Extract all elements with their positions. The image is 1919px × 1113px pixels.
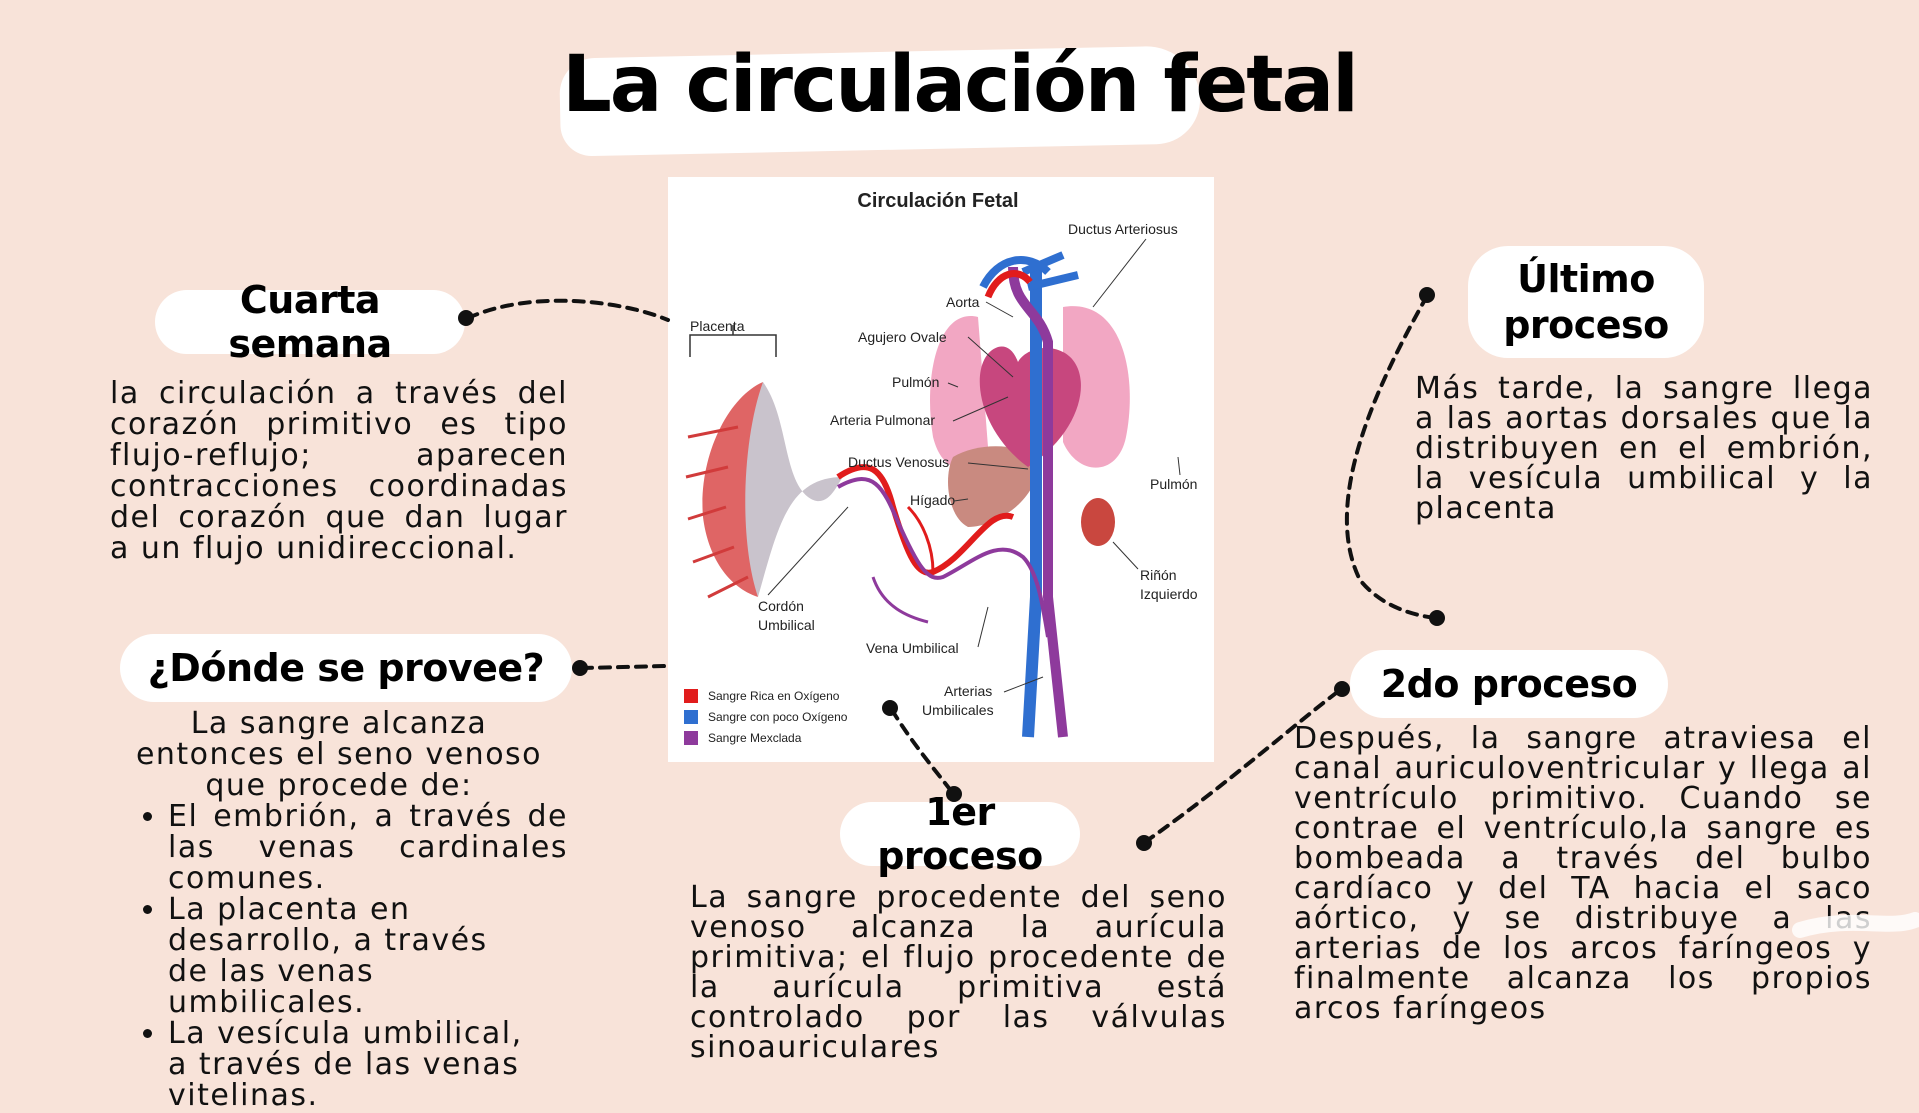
- connector-dot: [1429, 610, 1445, 626]
- connector-dot: [1136, 835, 1152, 851]
- page-title: La circulación fetal: [562, 40, 1359, 130]
- placenta-illustration: [685, 382, 843, 599]
- heading-cuarta-semana-label: Cuarta semana: [228, 278, 392, 366]
- label-higado: Hígado: [910, 492, 955, 508]
- text-primer-proceso: La sangre procedente del seno venoso alc…: [690, 880, 1227, 1065]
- legend-swatch-low-oxygen: [684, 710, 698, 724]
- connector-dot: [1334, 681, 1350, 697]
- diagram-legend: Sangre Rica en Oxígeno Sangre con poco O…: [684, 689, 848, 745]
- label-arterias-line1: Arterias: [944, 683, 992, 699]
- list-item: La vesícula umbilical, a través de las v…: [168, 1018, 548, 1111]
- heading-ultimo-proceso-line1: Último: [1517, 257, 1655, 301]
- right-lung: [1063, 306, 1130, 468]
- aorta-vessel: [1008, 266, 1068, 738]
- label-ductus-arteriosus: Ductus Arteriosus: [1068, 221, 1178, 237]
- text-ultimo-proceso: Más tarde, la sangre llega a las aortas …: [1415, 371, 1873, 526]
- label-pulmon-left: Pulmón: [892, 374, 939, 390]
- label-placenta: Placenta: [690, 318, 745, 334]
- placenta-bracket: [689, 325, 777, 357]
- text-donde-se-provee: La sangre alcanza entonces el seno venos…: [110, 708, 568, 1111]
- label-arterias-line2: Umbilicales: [922, 702, 994, 718]
- fetal-circulation-illustration: Circulación Fetal Placenta Du: [684, 190, 1198, 745]
- heading-primer-proceso: 1er proceso: [840, 790, 1080, 878]
- heading-donde-se-provee-label: ¿Dónde se provee?: [147, 646, 545, 690]
- vena-cava: [1022, 267, 1042, 738]
- heading-cuarta-semana: Cuarta semana: [155, 278, 465, 366]
- donde-list: El embrión, a través de las venas cardin…: [110, 801, 568, 1111]
- label-arteria-pulmonar: Arteria Pulmonar: [830, 412, 935, 428]
- heading-segundo-proceso: 2do proceso: [1350, 650, 1668, 718]
- connector-dot: [572, 660, 588, 676]
- label-pulmon-right: Pulmón: [1150, 476, 1197, 492]
- legend-label-oxygen-rich: Sangre Rica en Oxígeno: [708, 689, 840, 703]
- list-item: La placenta en desarrollo, a través de l…: [168, 894, 528, 1018]
- connector-cuarta: [466, 298, 670, 322]
- text-segundo-proceso: Después, la sangre atraviesa el canal au…: [1294, 721, 1872, 1026]
- label-cordon-line1: Cordón: [758, 598, 804, 614]
- list-item: El embrión, a través de las venas cardin…: [168, 801, 568, 894]
- diagram-title: Circulación Fetal: [857, 190, 1018, 212]
- diagram-labels: Placenta Ductus Arteriosus Aorta Agujero…: [690, 221, 1198, 718]
- label-cordon-line2: Umbilical: [758, 617, 815, 633]
- kidney: [1081, 498, 1115, 546]
- legend-label-low-oxygen: Sangre con poco Oxígeno: [708, 710, 848, 724]
- umbilical-artery: [837, 477, 1050, 638]
- heading-ultimo-proceso: Último proceso: [1468, 246, 1704, 358]
- legend-swatch-mixed: [684, 731, 698, 745]
- label-rinon-line1: Riñón: [1140, 567, 1177, 583]
- text-cuarta-semana: la circulación a través del corazón prim…: [110, 376, 568, 566]
- liver: [948, 446, 1039, 527]
- heading-primer-proceso-label: 1er proceso: [877, 790, 1043, 878]
- label-rinon-line2: Izquierdo: [1140, 586, 1198, 602]
- legend-label-mixed: Sangre Mexclada: [708, 731, 802, 745]
- donde-intro: La sangre alcanza entonces el seno venos…: [135, 706, 543, 803]
- heading-segundo-proceso-label: 2do proceso: [1380, 662, 1638, 706]
- umbilical-vein: [836, 464, 1015, 576]
- label-ductus-venosus: Ductus Venosus: [848, 454, 949, 470]
- heading-donde-se-provee: ¿Dónde se provee?: [120, 634, 572, 702]
- connector-dot: [1419, 287, 1435, 303]
- legend-swatch-oxygen-rich: [684, 689, 698, 703]
- label-agujero-ovale: Agujero Ovale: [858, 329, 947, 345]
- label-aorta: Aorta: [946, 294, 980, 310]
- left-lung: [930, 316, 988, 469]
- heading-ultimo-proceso-line2: proceso: [1503, 303, 1669, 347]
- fetal-circulation-diagram: Circulación Fetal Placenta Du: [668, 177, 1214, 762]
- connector-donde: [580, 664, 668, 670]
- label-vena-umbilical: Vena Umbilical: [866, 640, 959, 656]
